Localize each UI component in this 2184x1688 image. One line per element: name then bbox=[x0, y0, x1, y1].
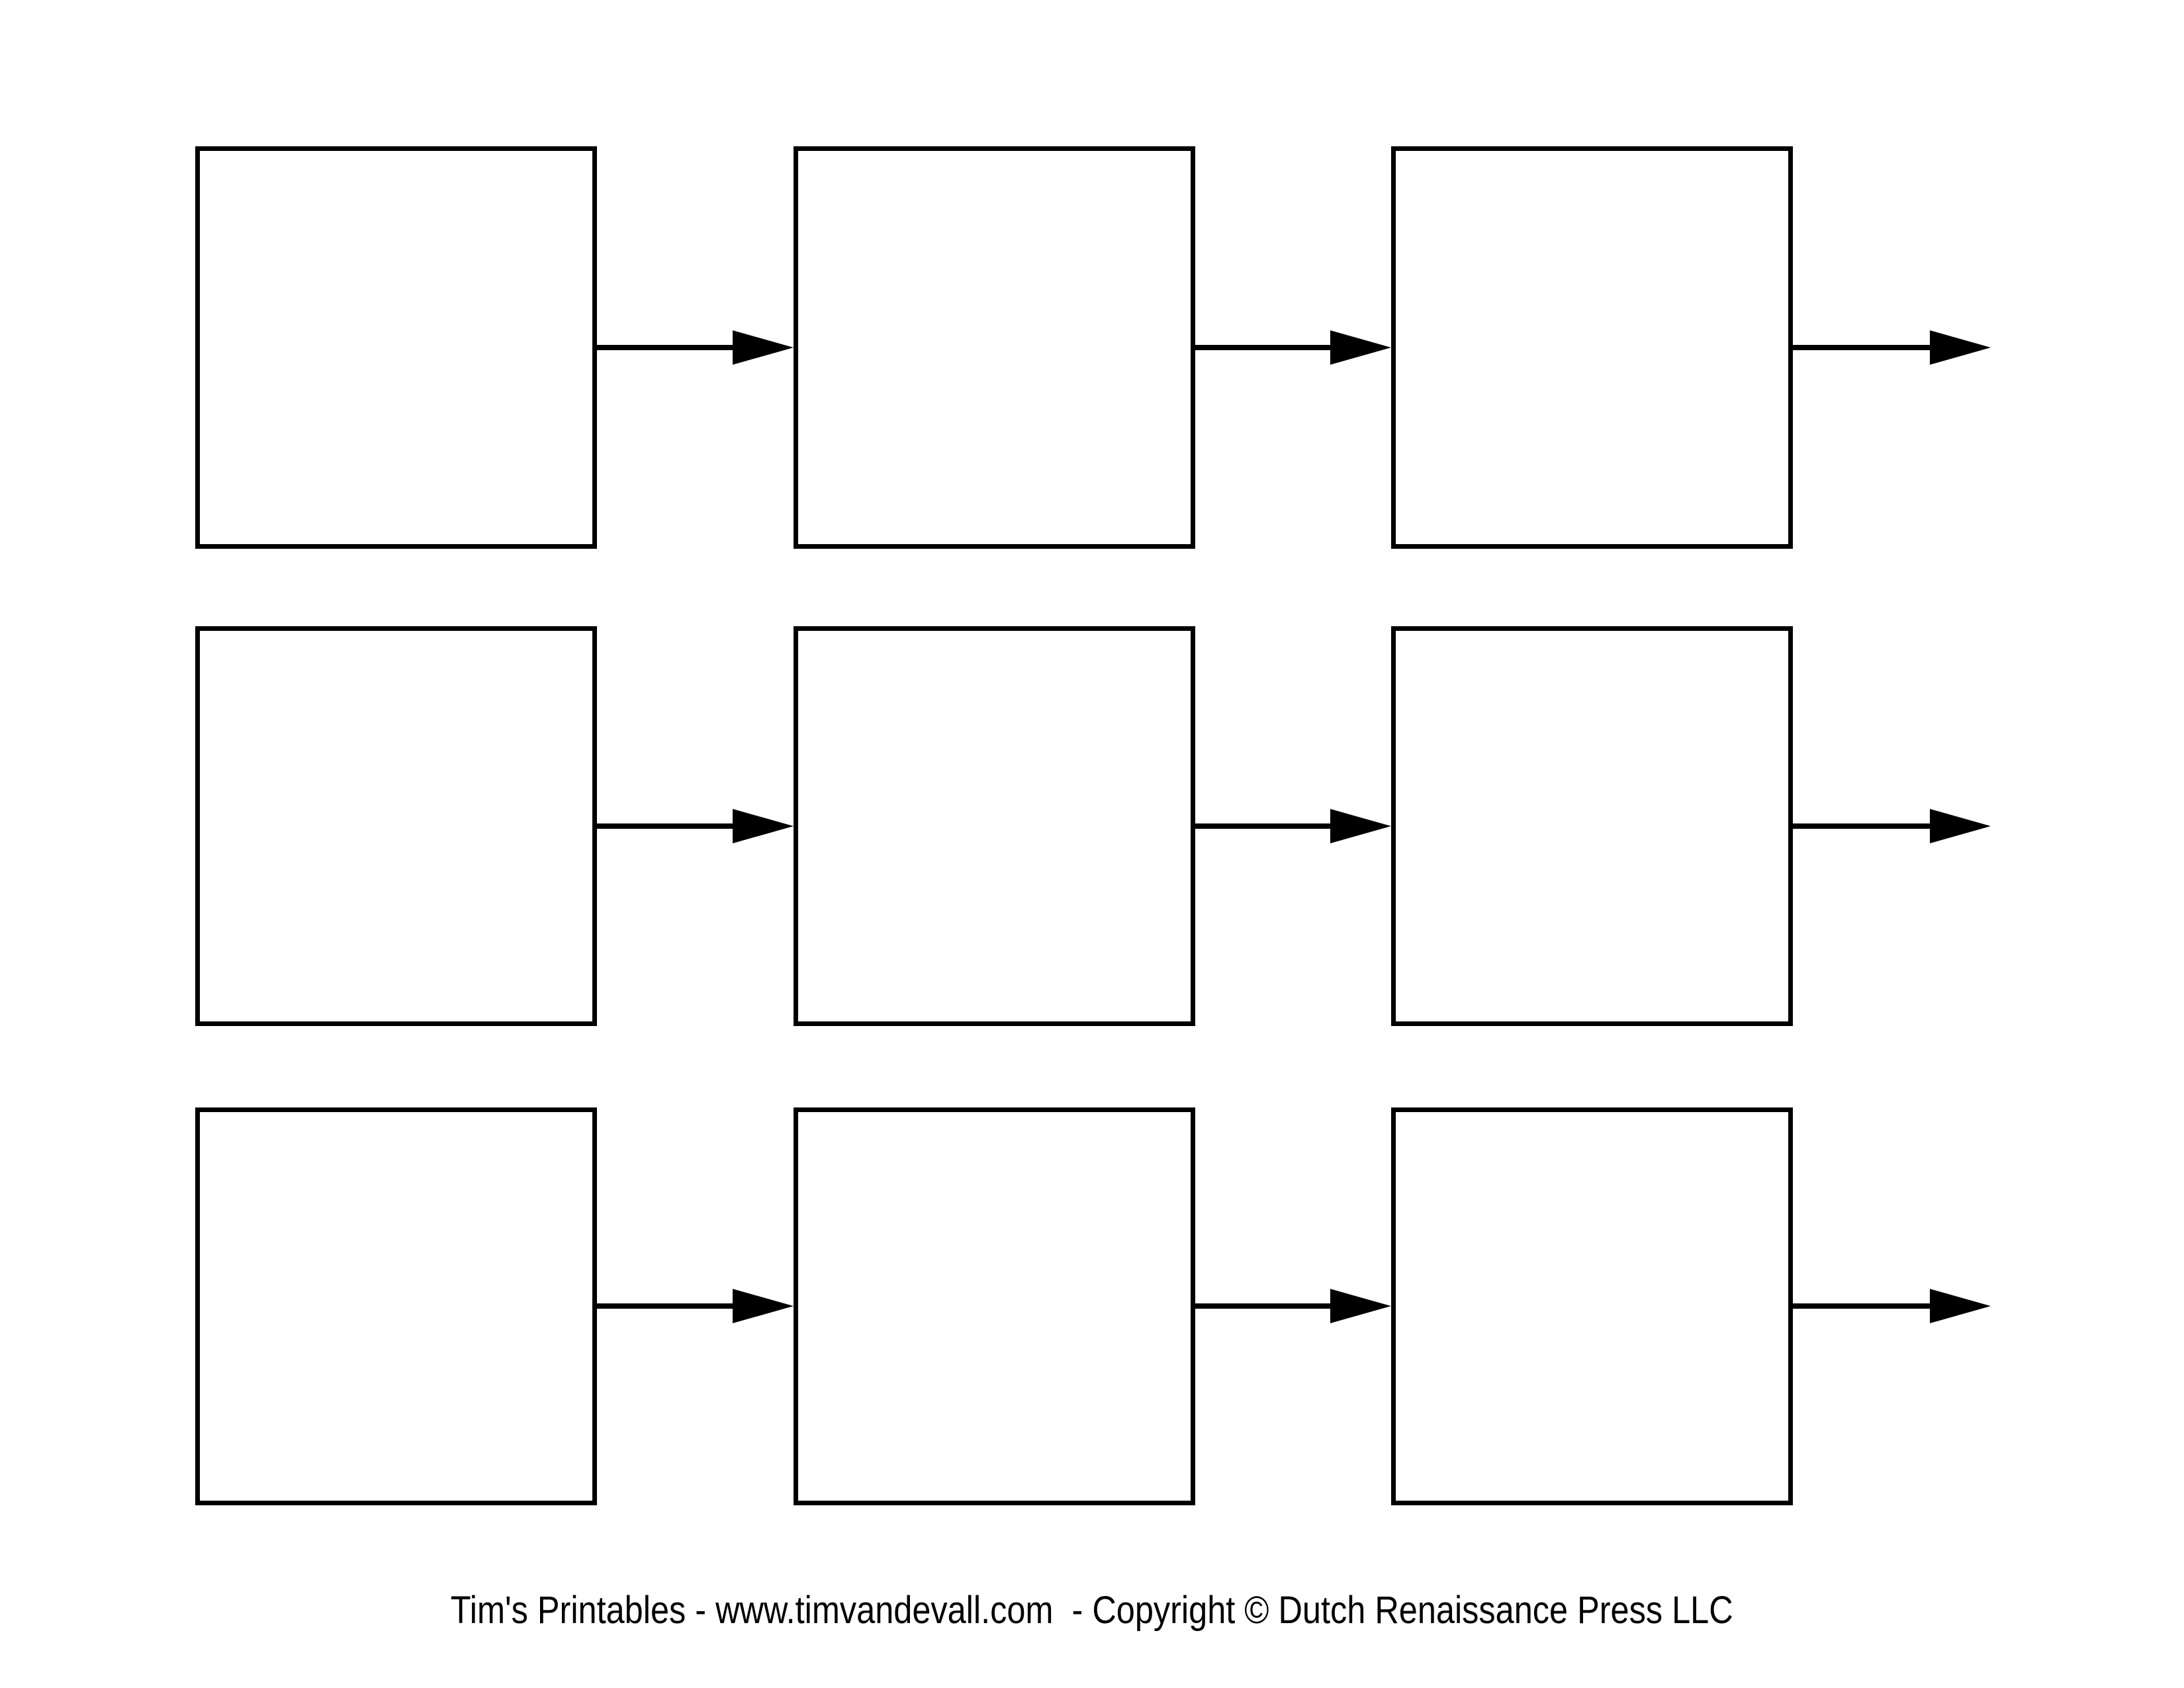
arrow-head-icon bbox=[1930, 809, 1991, 843]
flow-chart-box[interactable] bbox=[794, 1107, 1195, 1505]
flow-chart-box[interactable] bbox=[794, 626, 1195, 1026]
arrow-head-icon bbox=[1330, 330, 1391, 365]
flow-chart-box[interactable] bbox=[1391, 1107, 1793, 1505]
flow-chart-arrows-layer bbox=[597, 330, 1991, 1323]
flow-chart-arrow bbox=[1195, 1289, 1391, 1323]
flow-chart-boxes-layer bbox=[195, 146, 1793, 1505]
footer: Tim's Printables - www.timvandevall.com … bbox=[0, 1587, 2184, 1634]
arrow-head-icon bbox=[733, 1289, 794, 1323]
flow-chart-arrow bbox=[1793, 330, 1991, 365]
flow-chart-arrow bbox=[1195, 809, 1391, 843]
arrow-head-icon bbox=[733, 330, 794, 365]
flow-chart-box[interactable] bbox=[794, 146, 1195, 549]
arrow-head-icon bbox=[1330, 1289, 1391, 1323]
flow-chart-arrow bbox=[597, 809, 794, 843]
flow-chart-box[interactable] bbox=[195, 1107, 597, 1505]
arrow-head-icon bbox=[1930, 1289, 1991, 1323]
flow-chart-arrow bbox=[1793, 809, 1991, 843]
flow-chart-arrow bbox=[1793, 1289, 1991, 1323]
flow-chart-arrow bbox=[597, 330, 794, 365]
arrow-head-icon bbox=[1930, 330, 1991, 365]
footer-credit-text: Tim's Printables - www.timvandevall.com … bbox=[451, 1589, 1733, 1632]
flow-chart-box[interactable] bbox=[195, 146, 597, 549]
flow-chart-box[interactable] bbox=[1391, 626, 1793, 1026]
flow-chart-box[interactable] bbox=[1391, 146, 1793, 549]
arrow-head-icon bbox=[733, 809, 794, 843]
flow-chart-arrow bbox=[597, 1289, 794, 1323]
arrow-head-icon bbox=[1330, 809, 1391, 843]
flow-chart-box[interactable] bbox=[195, 626, 597, 1026]
flow-chart-arrow bbox=[1195, 330, 1391, 365]
